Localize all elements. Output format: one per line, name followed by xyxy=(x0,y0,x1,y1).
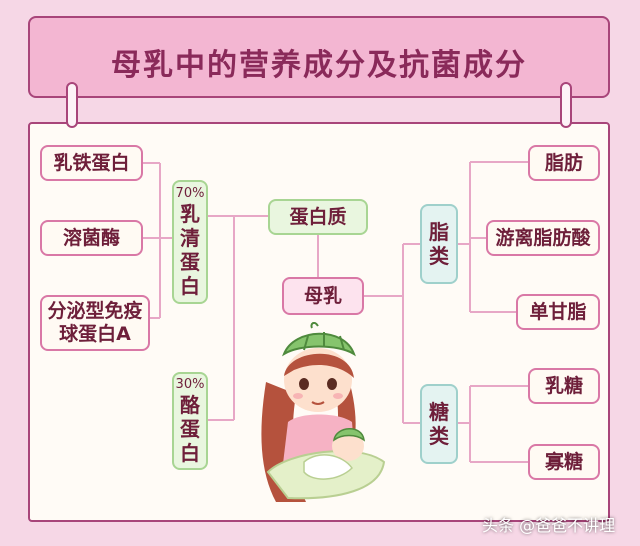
fats-char: 类 xyxy=(429,244,449,268)
node-monoglyceride: 单甘脂 xyxy=(516,294,600,330)
baby-hat xyxy=(332,428,365,442)
sugars-char: 类 xyxy=(429,424,449,448)
eye-left xyxy=(299,378,309,390)
hair-bangs xyxy=(284,353,354,378)
node-free-fatty-acid: 游离脂肪酸 xyxy=(486,220,600,256)
node-fat: 脂肪 xyxy=(528,145,600,181)
node-protein: 蛋白质 xyxy=(268,199,368,235)
whey-char: 清 xyxy=(180,225,200,250)
siga-line-2: 球蛋白A xyxy=(59,323,131,345)
mother-baby-illustration xyxy=(261,322,386,502)
binder-ring-left xyxy=(66,82,78,128)
watermark: 头条 @爸爸不讲理 xyxy=(482,516,616,535)
eye-right xyxy=(327,378,337,390)
page-title: 母乳中的营养成分及抗菌成分 xyxy=(111,48,527,83)
casein-char: 白 xyxy=(180,440,200,465)
node-sugars: 糖 类 xyxy=(420,384,458,464)
whey-char: 乳 xyxy=(180,201,200,226)
node-fats: 脂 类 xyxy=(420,204,458,284)
title-banner: 母乳中的营养成分及抗菌成分 xyxy=(28,16,610,98)
node-siga: 分泌型免疫 球蛋白A xyxy=(40,295,150,351)
fats-char: 脂 xyxy=(429,220,449,244)
whey-percent: 70% xyxy=(175,186,205,202)
node-lysozyme: 溶菌酶 xyxy=(40,220,143,256)
node-breast-milk: 母乳 xyxy=(282,277,364,315)
siga-line-1: 分泌型免疫 xyxy=(47,300,143,323)
casein-percent: 30% xyxy=(175,377,205,393)
node-lactose: 乳糖 xyxy=(528,368,600,404)
node-casein: 30% 酪 蛋 白 xyxy=(172,372,208,470)
node-lactoferrin: 乳铁蛋白 xyxy=(40,145,143,181)
whey-char: 蛋 xyxy=(180,249,200,274)
sugars-char: 糖 xyxy=(429,400,449,424)
whey-char: 白 xyxy=(180,273,200,298)
casein-char: 蛋 xyxy=(180,416,200,441)
node-whey-protein: 70% 乳 清 蛋 白 xyxy=(172,180,208,304)
node-oligosaccharide: 寡糖 xyxy=(528,444,600,480)
binder-ring-right xyxy=(560,82,572,128)
baby-face xyxy=(332,431,364,461)
casein-char: 酪 xyxy=(180,392,200,417)
baby-blanket xyxy=(303,454,353,480)
